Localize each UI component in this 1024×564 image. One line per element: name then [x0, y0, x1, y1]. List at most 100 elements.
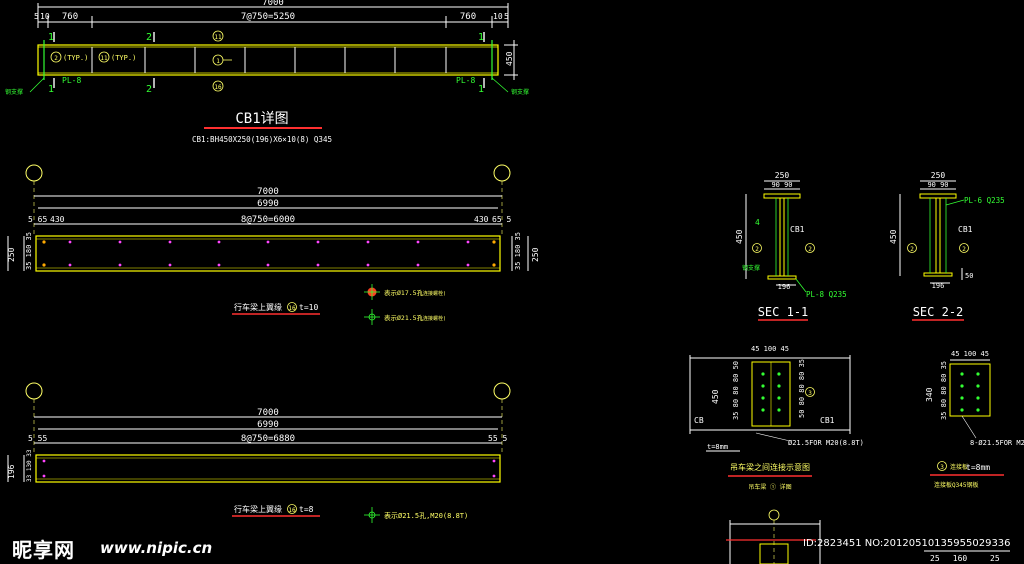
- side-note-right: 钢支撑: [511, 88, 529, 96]
- tf-bubble: 16: [288, 305, 296, 312]
- bf-spacing: 8@750=6880: [241, 434, 295, 444]
- section-mark-1-bottom-right: 1: [478, 84, 484, 95]
- cb1-title: CB1详图: [235, 111, 288, 127]
- bf-dim-6990: 6990: [257, 420, 279, 430]
- splice-top-dims: 45 100 45: [751, 345, 789, 353]
- tf-rows-left: 35 180 35: [25, 232, 33, 270]
- splice-dims-left: 35 80 80 80 50: [732, 361, 740, 420]
- bubble-1: 1: [216, 58, 220, 65]
- section-mark-1-bottom-left: 1: [48, 84, 54, 95]
- tf-width-right: 250: [531, 247, 540, 262]
- tf-edge-left: 5 65: [28, 215, 47, 224]
- splice-dims-right: 50 80 80 80 35: [798, 359, 806, 418]
- plate-label-left: PL-8: [62, 76, 81, 85]
- sec1-weld: 4: [755, 218, 760, 227]
- section-mark-1-top-right: 1: [478, 32, 484, 43]
- tf-title: 行车梁上翼缘: [234, 302, 282, 312]
- splice-height: 450: [711, 389, 720, 404]
- crop-dim-160: 160: [953, 554, 968, 563]
- bf-edge-left: 5 55: [28, 434, 47, 443]
- watermark-url: www.nipic.cn: [100, 539, 213, 557]
- tf-dim-430-right: 430: [474, 215, 489, 224]
- sec1-sub: 90 90: [771, 181, 792, 189]
- bf-rows: 33 130 33: [26, 449, 33, 482]
- splice-cb-right: CB1: [820, 416, 835, 425]
- crop-dim-25: 25: [930, 554, 940, 563]
- dim-right-10: 10: [493, 12, 503, 21]
- sec2-title: SEC 2-2: [913, 305, 964, 319]
- tf-width-left: 250: [7, 247, 16, 262]
- section-2-2: 250 90 90 450 PL-6 Q235 CB1 2 2 50 196 S…: [889, 171, 1005, 321]
- bf-total-7000: 7000: [257, 408, 279, 418]
- splice-thickness: t=8mm: [707, 443, 728, 451]
- dim-total: 7000: [262, 0, 284, 8]
- plate-top-dims: 45 100 45: [951, 350, 989, 358]
- plate-bolts: [960, 372, 980, 412]
- sec1-bottom: 196: [778, 283, 791, 291]
- sec2-width: 250: [931, 171, 946, 180]
- bottom-cropped-details: 25 160 25: [726, 509, 1010, 564]
- plate-note: 连接板Q345钢板: [934, 481, 978, 489]
- plate-thickness: t=8mm: [966, 463, 990, 472]
- dim-end-right: 760: [460, 12, 476, 22]
- plate-label-right: PL-8: [456, 76, 475, 85]
- sec1-plate: PL-8 Q235: [806, 290, 847, 299]
- sec2-bubble: 2: [910, 246, 914, 253]
- dim-middle-spacing: 7@750=5250: [241, 12, 295, 22]
- tf-legend-1-note: (连接螺栓): [420, 290, 446, 297]
- bubble-2-left: 2: [54, 55, 58, 62]
- bubble-11-top: 11: [214, 34, 222, 41]
- sec2-height: 450: [889, 229, 898, 244]
- tf-spacing: 8@750=6000: [241, 215, 295, 225]
- plate-height: 340: [925, 387, 934, 402]
- bubble-16: 16: [214, 84, 222, 91]
- tf-total-7000: 7000: [257, 187, 279, 197]
- bottom-flange-plan: 7000 6990 5 55 8@750=6880 55 5 196 33 13…: [7, 382, 511, 523]
- beam-height: 450: [505, 51, 514, 66]
- splice-title: 吊车梁之间连接示意图: [730, 462, 810, 472]
- watermark-brand: 昵享网: [12, 538, 75, 562]
- bf-width: 196: [7, 464, 16, 479]
- sec1-height: 450: [735, 229, 744, 244]
- splice-subtitle: 吊车梁 ① 详图: [748, 483, 791, 491]
- dim-left-5: 5: [34, 12, 39, 21]
- cb1-spec: CB1:BH450X250(196)X6×10(8) Q345: [192, 135, 332, 144]
- sec2-dim-50: 50: [965, 272, 973, 280]
- side-note-left: 钢支撑: [5, 88, 23, 96]
- splice-bolts: [761, 372, 781, 412]
- tf-legend-1: 表示Ø17.5孔: [384, 288, 424, 297]
- sec1-title: SEC 1-1: [758, 305, 809, 319]
- cb1-title-block: CB1详图 CB1:BH450X250(196)X6×10(8) Q345: [192, 111, 332, 144]
- plate-detail: 45 100 45 340 35 80 80 80 35 8-Ø21.5FOR …: [925, 350, 1024, 489]
- sec2-plate: PL-6 Q235: [964, 196, 1005, 205]
- sec1-bubble: 2: [755, 246, 759, 253]
- dim-right-5: 5: [504, 12, 509, 21]
- watermark-id: ID:2823451 NO:20120510135955029336: [803, 538, 1011, 549]
- section-1-1: 250 90 90 450 CB1 2 2 4 钢支撑 196 PL-8 Q23…: [735, 171, 847, 321]
- plate-holes: 8-Ø21.5FOR M2: [970, 439, 1024, 447]
- dim-left-10: 10: [40, 12, 50, 21]
- typ-label-left: (TYP.): [63, 54, 88, 62]
- section-mark-2-bottom: 2: [146, 84, 152, 95]
- bf-title: 行车梁上翼缘: [234, 504, 282, 514]
- bf-edge-right: 55 5: [488, 434, 507, 443]
- tf-thickness: t=10: [299, 303, 318, 312]
- tf-legend-2-note: (连接螺栓): [420, 315, 446, 322]
- bf-bubble: 16: [288, 507, 296, 514]
- crop-dim-25b: 25: [990, 554, 1000, 563]
- bubble-11-mid: 11: [100, 55, 108, 62]
- section-mark-2-top: 2: [146, 32, 152, 43]
- beam-elevation: 7000 5 10 760 7@750=5250 760 10 5: [5, 0, 529, 96]
- tf-dim-6990: 6990: [257, 199, 279, 209]
- tf-dim-430-left: 430: [50, 215, 65, 224]
- bf-legend: 表示Ø21.5孔,M20(8.8T): [384, 511, 468, 520]
- sec2-sub: 90 90: [927, 181, 948, 189]
- plate-dims: 35 80 80 80 35: [940, 361, 948, 420]
- plate-label: 连接板: [950, 463, 968, 471]
- tf-rows-right: 35 180 35: [514, 232, 522, 270]
- sec1-width: 250: [775, 171, 790, 180]
- typ-label-mid: (TYP.): [111, 54, 136, 62]
- splice-holes: Ø21.5FOR M20(8.8T): [788, 439, 864, 447]
- sec1-bubble-right: 2: [808, 246, 812, 253]
